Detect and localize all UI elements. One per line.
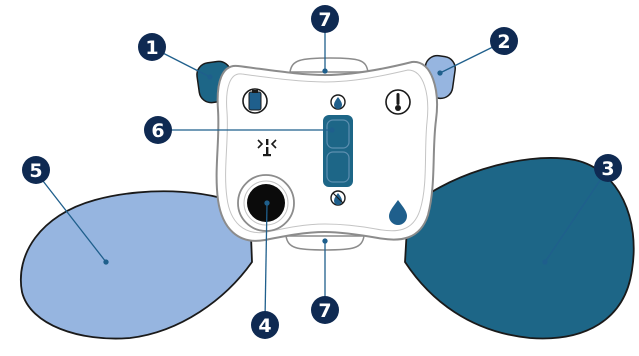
callout-7-bottom-label: 7: [318, 300, 331, 322]
right-wing-pad: [404, 157, 635, 340]
top-clip-bump: [289, 57, 369, 73]
callout-2-label: 2: [497, 31, 510, 53]
water-level-slider[interactable]: [323, 115, 353, 187]
thermometer-info-icon: [385, 89, 411, 115]
callout-7-bottom: 7: [311, 296, 339, 324]
callout-5-label: 5: [29, 160, 42, 182]
device-body-inner-outline: [225, 69, 429, 234]
water-drop-off-icon: [330, 190, 346, 206]
sensor-indicator-icon: [257, 139, 277, 157]
callout-1-label: 1: [145, 37, 158, 59]
battery-icon: [242, 88, 268, 114]
callout-7-top-label: 7: [318, 9, 331, 31]
callout-3: 3: [594, 154, 622, 182]
callout-6-label: 6: [151, 120, 164, 142]
callout-4: 4: [251, 311, 279, 339]
left-wing-pad: [20, 190, 253, 340]
callout-5: 5: [22, 156, 50, 184]
callout-3-label: 3: [601, 158, 614, 180]
large-water-drop-icon: [389, 200, 407, 225]
callout-1: 1: [138, 33, 166, 61]
callout-2: 2: [490, 27, 518, 55]
callout-6: 6: [144, 116, 172, 144]
callout-4-label: 4: [258, 315, 271, 337]
callout-7-top: 7: [311, 5, 339, 33]
water-drop-icon: [330, 94, 346, 110]
